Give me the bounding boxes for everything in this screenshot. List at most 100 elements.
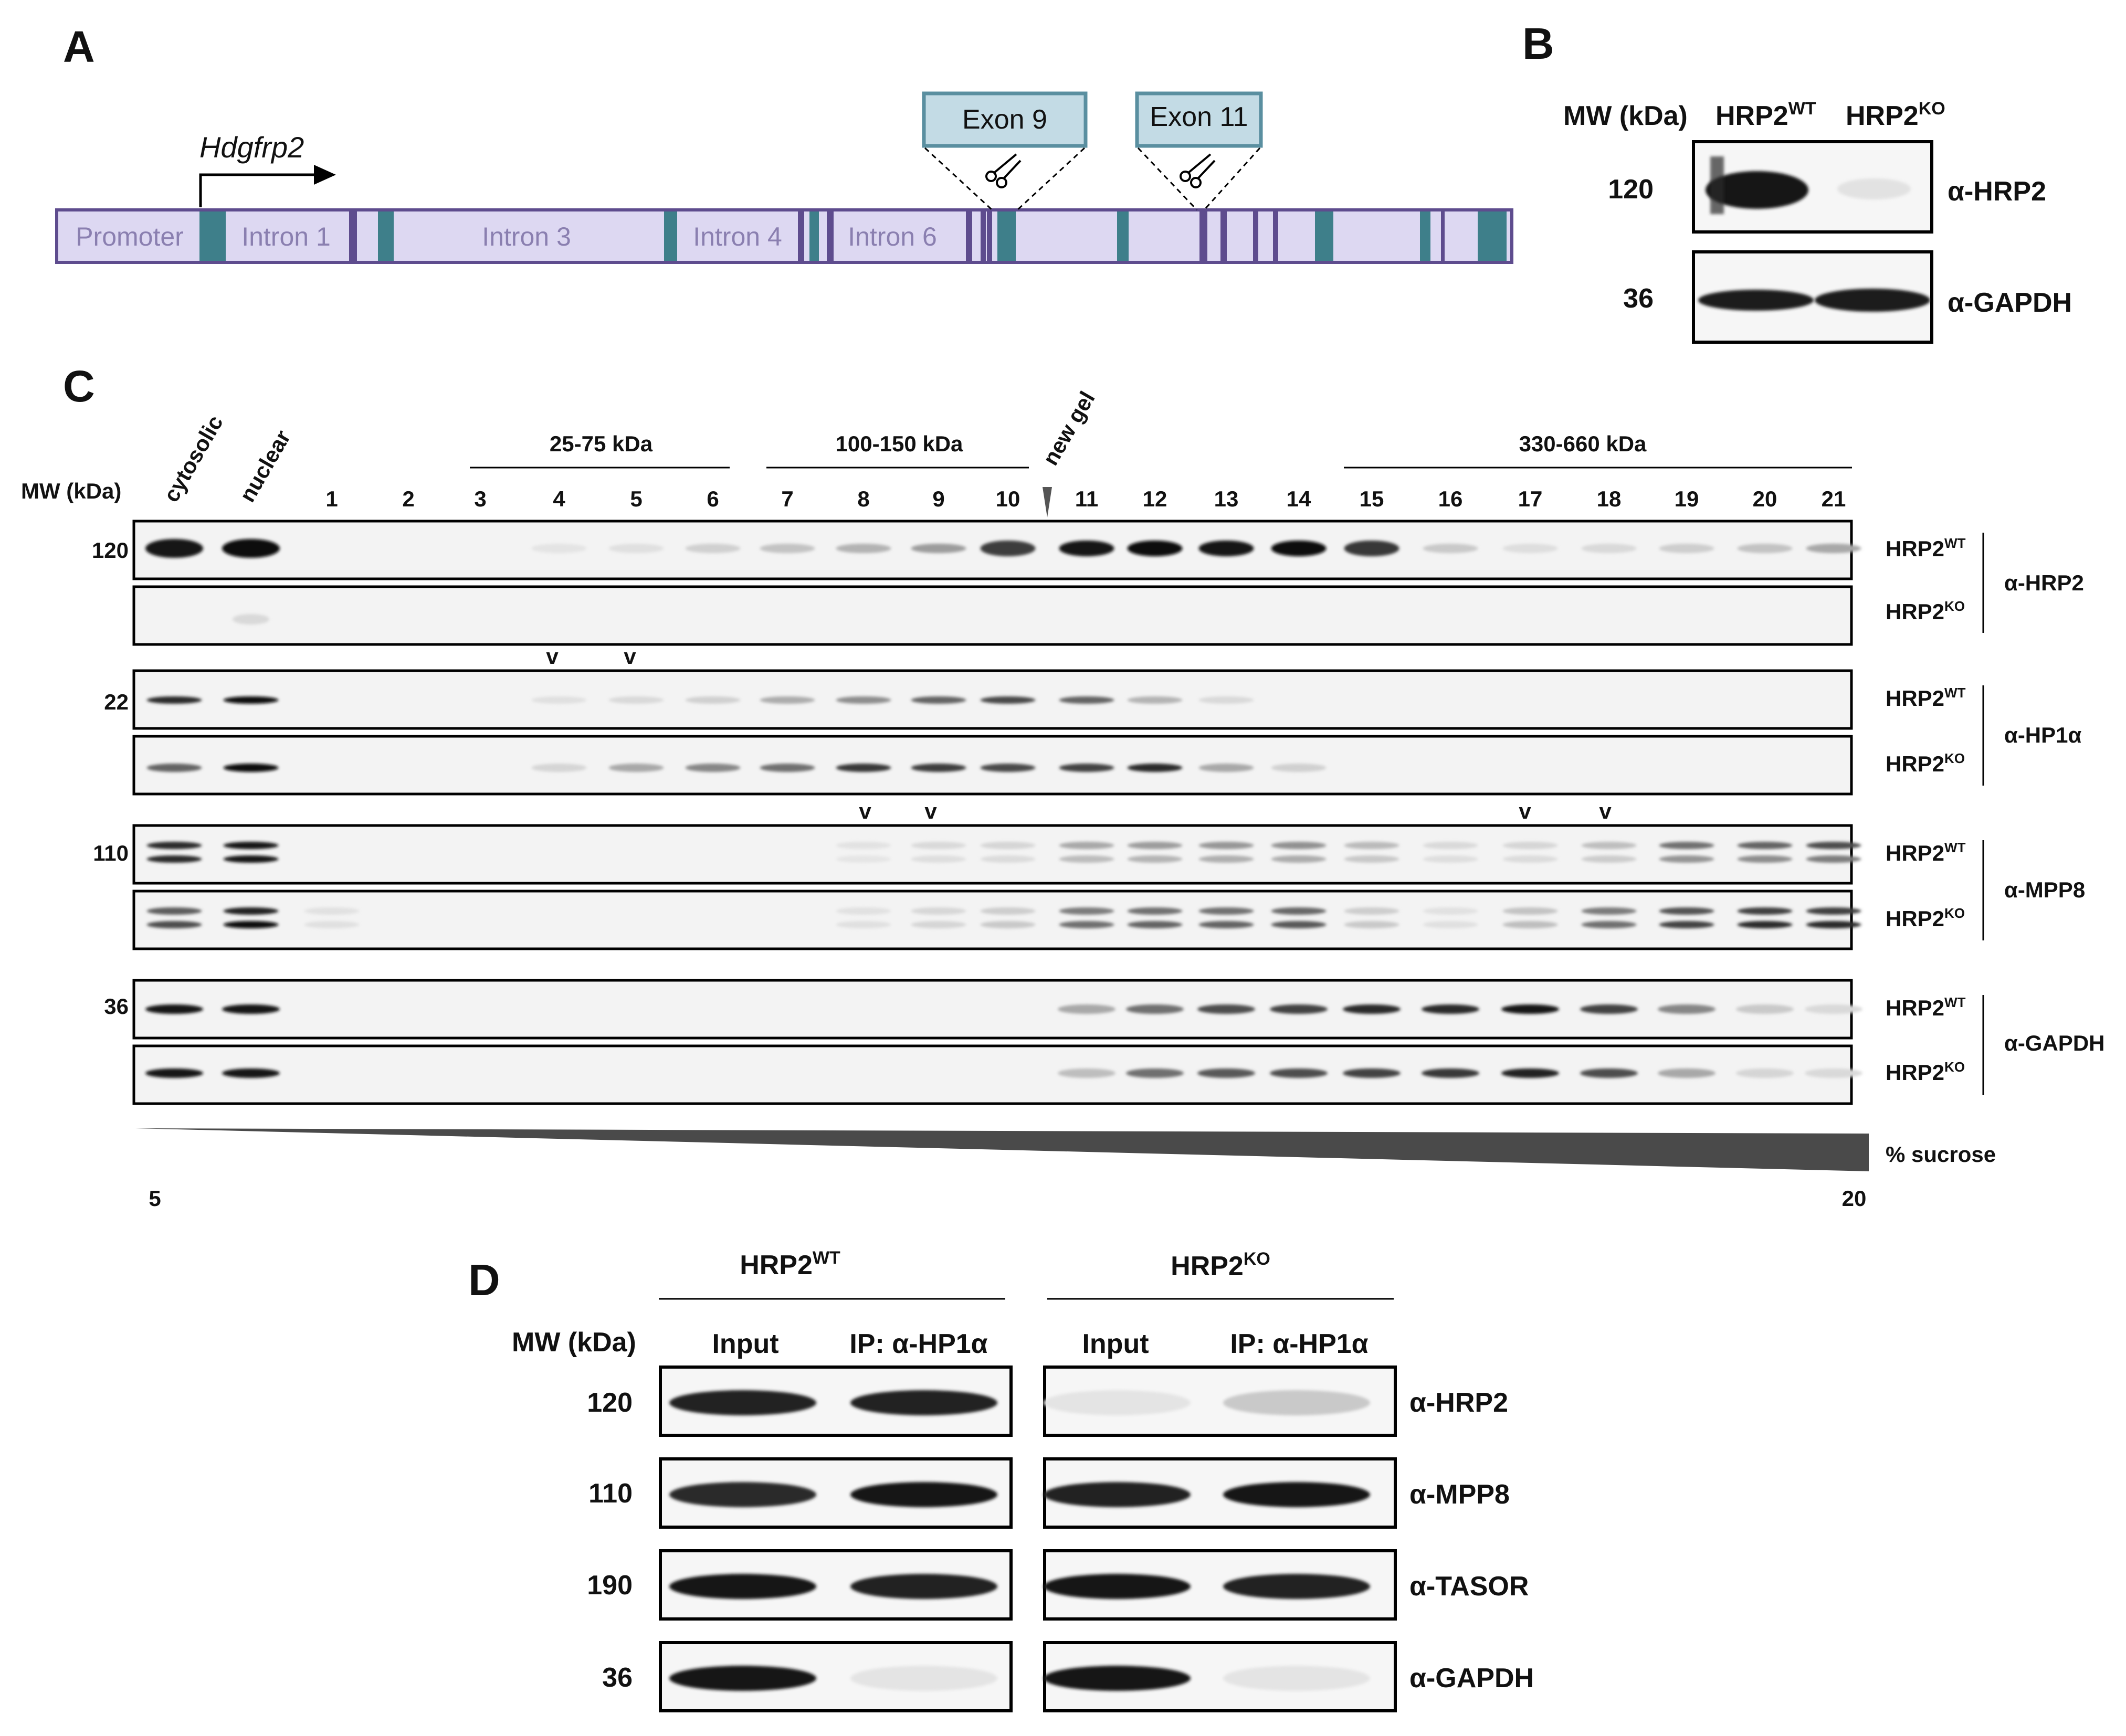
band <box>1271 921 1327 928</box>
band <box>1127 764 1183 772</box>
region-label: Intron 4 <box>693 222 782 251</box>
band <box>1806 842 1861 849</box>
band <box>1127 696 1183 704</box>
band <box>1044 1482 1191 1507</box>
band <box>1271 541 1327 556</box>
band <box>1271 842 1327 849</box>
band <box>1698 290 1814 311</box>
band <box>1127 842 1183 849</box>
band <box>1581 921 1637 928</box>
new-gel-marker-icon <box>1043 487 1052 517</box>
band <box>836 907 891 915</box>
band <box>146 696 202 704</box>
band <box>1805 1004 1862 1014</box>
band <box>1737 544 1793 553</box>
band <box>669 1574 816 1599</box>
band <box>1736 1004 1794 1014</box>
blot-mpp8-wt <box>132 824 1853 885</box>
band <box>1659 855 1714 863</box>
blot-gapdh-wt <box>132 979 1853 1040</box>
region-label: Intron 6 <box>848 222 937 251</box>
band <box>980 921 1036 928</box>
band <box>145 1004 203 1014</box>
band <box>223 907 279 915</box>
ip-blot-bands <box>669 1390 1370 1691</box>
panel-d: D HRP2WT HRP2KO MW (kDa) Input IP: α-HP1… <box>468 1248 1534 1712</box>
row-label-wt: HRP2WT <box>1886 535 1966 561</box>
band <box>1044 1390 1191 1415</box>
lane-label-input: Input <box>1082 1329 1149 1359</box>
band <box>1344 842 1399 849</box>
band <box>1127 855 1183 863</box>
region-label: Intron 1 <box>241 222 331 251</box>
row-label-ko: HRP2KO <box>1886 905 1965 931</box>
exon-mark <box>1117 211 1129 261</box>
panel-letter-a: A <box>63 22 95 71</box>
row-label-wt: HRP2WT <box>1886 840 1966 865</box>
band <box>980 842 1036 849</box>
arrow-mark: v <box>859 799 871 823</box>
band <box>911 907 966 915</box>
band <box>980 541 1036 556</box>
band <box>1806 855 1861 863</box>
band <box>223 764 279 772</box>
blot-bands <box>145 539 1862 1078</box>
band <box>1423 921 1478 928</box>
band <box>1658 1004 1715 1014</box>
band <box>1198 541 1254 556</box>
panel-a: A Hdgfrp2 Promoter Intron 1 Intron 3 Int… <box>55 22 1513 264</box>
band <box>531 696 587 704</box>
band <box>1058 1068 1115 1078</box>
band <box>1501 1068 1559 1078</box>
band <box>685 696 741 704</box>
band <box>760 696 815 704</box>
band <box>1198 907 1254 915</box>
antibody-label: α-HRP2 <box>2004 570 2084 595</box>
band <box>1059 842 1114 849</box>
lane-label-input: Input <box>712 1329 778 1359</box>
lane-number: 6 <box>707 486 719 511</box>
arrow-mark: v <box>1519 799 1531 823</box>
band <box>304 921 360 928</box>
arrow-mark: v <box>1599 799 1612 823</box>
band <box>685 544 741 553</box>
band <box>980 907 1036 915</box>
band <box>1581 842 1637 849</box>
exon-mark <box>981 211 986 261</box>
antibody-label: α-GAPDH <box>1948 288 2072 318</box>
band <box>911 544 966 553</box>
group-label-wt: HRP2WT <box>740 1248 840 1280</box>
band <box>1423 842 1478 849</box>
row-labels: HRP2WT HRP2KO HRP2WT HRP2KO HRP2WT HRP2K… <box>1886 535 1966 1085</box>
band <box>1737 855 1793 863</box>
band <box>1271 855 1327 863</box>
panel-c: C MW (kDa) cytosolic nuclear new gel 25-… <box>21 362 2104 1211</box>
band <box>1737 907 1793 915</box>
exon-mark <box>827 211 834 261</box>
band <box>1806 921 1861 928</box>
band <box>1806 544 1861 553</box>
band <box>1502 544 1558 553</box>
band <box>1659 842 1714 849</box>
antibody-label: α-MPP8 <box>2004 877 2085 902</box>
mw-marker: 36 <box>1623 283 1654 314</box>
lane-number: 15 <box>1360 486 1384 511</box>
band <box>222 1004 280 1014</box>
panel-letter-b: B <box>1522 19 1554 68</box>
lane-number: 8 <box>857 486 869 511</box>
arrow-head-icon <box>314 165 336 185</box>
lane-number: 2 <box>402 486 414 511</box>
band <box>1502 907 1558 915</box>
mw-marker: 120 <box>92 538 129 563</box>
band <box>1127 541 1183 556</box>
band <box>1806 907 1861 915</box>
exon-mark <box>1273 211 1278 261</box>
band <box>223 696 279 704</box>
band <box>1223 1482 1370 1507</box>
exon-mark <box>798 211 804 261</box>
band <box>1659 907 1714 915</box>
exon-mark <box>1420 211 1430 261</box>
row-label-wt: HRP2WT <box>1886 685 1966 711</box>
lane-label-nuclear: nuclear <box>235 426 295 506</box>
band <box>685 764 741 772</box>
